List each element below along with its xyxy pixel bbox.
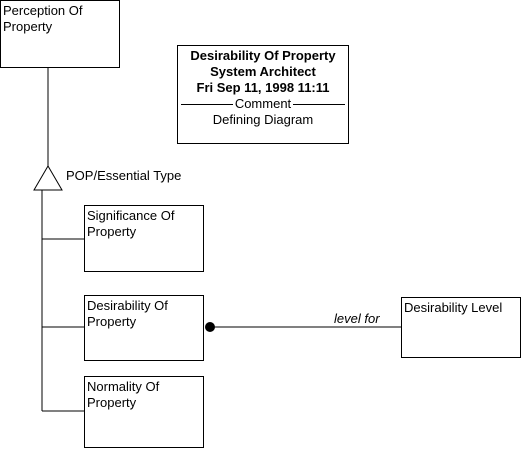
note-date: Fri Sep 11, 1998 11:11 (196, 80, 330, 95)
diagram-info-note[interactable]: Desirability Of Property System Architec… (177, 45, 349, 144)
entity-label: Desirability Level (404, 300, 503, 315)
relationship-label: level for (334, 311, 380, 326)
many-cardinality-dot-icon (205, 322, 215, 332)
entity-normality-of-property[interactable]: Normality Of Property (84, 376, 204, 448)
entity-desirability-of-property[interactable]: Desirability Of Property (84, 295, 204, 361)
entity-label: Desirability Of Property (87, 298, 168, 329)
entity-significance-of-property[interactable]: Significance Of Property (84, 205, 204, 272)
inheritance-triangle-icon[interactable] (33, 165, 63, 191)
entity-perception-of-property[interactable]: Perception Of Property (0, 0, 120, 68)
note-body: Defining Diagram (212, 112, 314, 127)
entity-label: Normality Of Property (87, 379, 160, 410)
inheritance-label: POP/Essential Type (66, 168, 182, 183)
entity-label: Perception Of Property (3, 3, 83, 34)
note-separator: Comment (181, 96, 345, 112)
note-author: System Architect (210, 64, 316, 79)
note-title: Desirability Of Property (190, 48, 336, 63)
entity-label: Significance Of Property (87, 208, 175, 239)
note-section-label: Comment (232, 96, 294, 111)
entity-desirability-level[interactable]: Desirability Level (401, 297, 521, 358)
